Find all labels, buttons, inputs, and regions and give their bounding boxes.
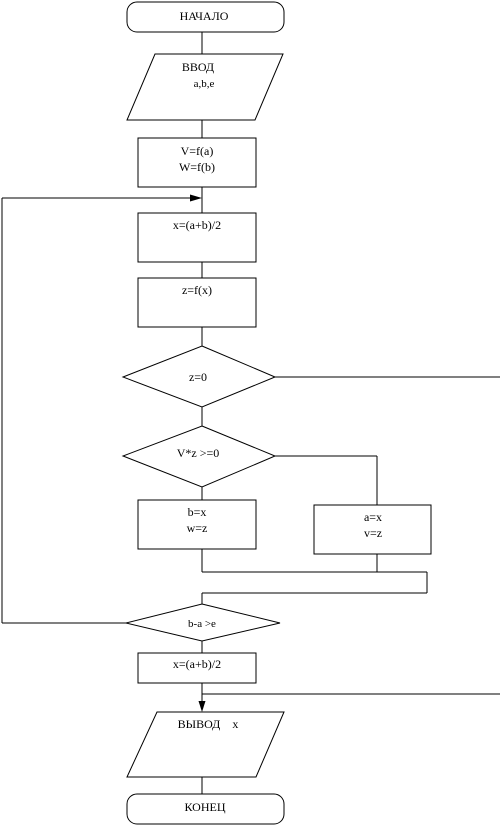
eval-label: z=f(x)	[182, 283, 212, 297]
branch-left-line2: w=z	[187, 521, 208, 535]
output-arrowhead	[198, 701, 206, 712]
init-line1: V=f(a)	[181, 144, 214, 158]
final-midpoint-label: x=(a+b)/2	[173, 657, 221, 671]
output-parallelogram	[126, 711, 285, 778]
midpoint-process	[137, 212, 257, 263]
input-title: ВВОД	[182, 60, 214, 74]
init-process	[137, 137, 257, 188]
branch-right-line1: a=x	[364, 510, 382, 524]
final-midpoint-process	[137, 652, 257, 684]
zero-check-decision	[121, 345, 277, 408]
branch-right-process	[313, 504, 432, 555]
branch-right-line2: v=z	[364, 526, 382, 540]
start-terminator	[126, 1, 285, 33]
sign-check-decision	[121, 425, 277, 488]
loop-check-label: b-a >e	[188, 618, 216, 630]
end-terminator	[126, 793, 285, 825]
eval-process	[137, 277, 257, 328]
end-label: КОНЕЦ	[184, 800, 225, 814]
init-line2: W=f(b)	[179, 160, 215, 174]
input-parallelogram	[126, 53, 284, 121]
loop-check-decision	[125, 603, 281, 642]
loop-arrowhead	[190, 194, 202, 202]
zero-check-label: z=0	[189, 370, 207, 384]
input-vars: a,b,e	[194, 78, 215, 90]
output-label: ВЫВОД x	[178, 717, 239, 731]
branch-left-line1: b=x	[188, 505, 207, 519]
connector-lines	[1, 32, 500, 794]
start-label: НАЧАЛО	[180, 9, 229, 23]
midpoint-label: x=(a+b)/2	[173, 218, 221, 232]
sign-check-label: V*z >=0	[177, 446, 220, 460]
branch-left-process	[137, 499, 257, 550]
